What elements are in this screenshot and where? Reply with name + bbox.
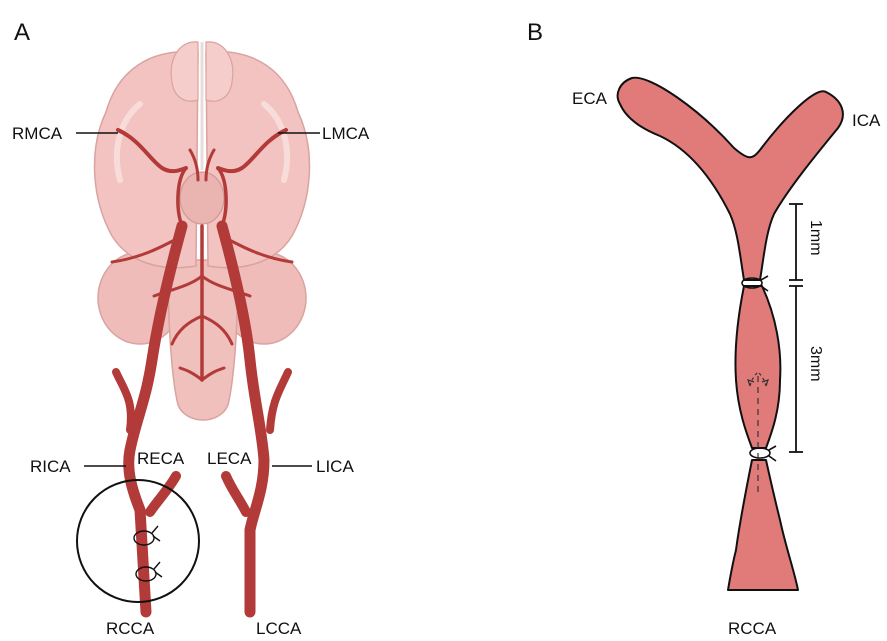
- label-rica: RICA: [30, 457, 71, 476]
- panel-a: A: [12, 19, 370, 638]
- label-rcca-b: RCCA: [728, 619, 777, 638]
- label-lica: LICA: [316, 457, 354, 476]
- right-external-carotid-upper: [116, 372, 131, 430]
- label-leca: LECA: [207, 449, 252, 468]
- panel-b-letter: B: [527, 19, 543, 46]
- label-rmca: RMCA: [12, 124, 63, 143]
- ligature-lower-loop: [750, 448, 770, 458]
- suture-knot-lower: [154, 562, 162, 577]
- label-ica: ICA: [852, 111, 881, 130]
- label-lcca: LCCA: [256, 619, 302, 638]
- leca-vessel: [226, 476, 246, 512]
- panel-b: B 1mm 3mm: [527, 19, 881, 638]
- label-rcca-a: RCCA: [106, 619, 155, 638]
- left-olfactory-bulb: [206, 42, 233, 101]
- measure-3mm: 3mm: [807, 346, 824, 382]
- panel-a-letter: A: [14, 19, 30, 46]
- pituitary-region: [180, 172, 224, 224]
- rcca-segment: [728, 460, 798, 590]
- measure-1mm: 1mm: [807, 220, 824, 256]
- left-external-carotid-upper: [270, 372, 288, 430]
- label-reca: RECA: [137, 449, 185, 468]
- suture-knot-upper: [152, 526, 160, 541]
- label-eca: ECA: [572, 89, 608, 108]
- right-olfactory-bulb: [171, 42, 198, 101]
- label-lmca: LMCA: [322, 124, 370, 143]
- measurement-brackets: [789, 204, 803, 452]
